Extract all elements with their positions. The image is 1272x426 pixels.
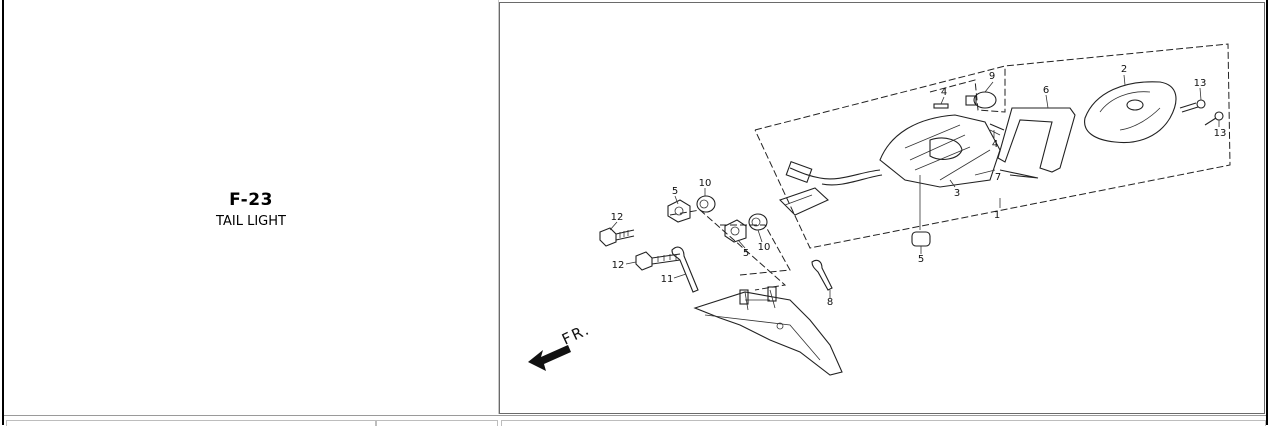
bolt-part-12 xyxy=(599,227,635,247)
table-bottom-row xyxy=(4,415,1266,426)
callout-10b: 10 xyxy=(758,242,771,253)
assembly-outline-right xyxy=(720,224,791,276)
callout-1: 1 xyxy=(994,210,1000,221)
assembly-outline-1 xyxy=(754,43,1231,249)
gasket-part xyxy=(997,107,1076,173)
clip-part-8 xyxy=(811,259,833,291)
section-name: TAIL LIGHT xyxy=(216,214,286,229)
bolt-part-12b xyxy=(635,251,681,271)
callout-10: 10 xyxy=(699,178,712,189)
rear-fender-bracket-part xyxy=(693,286,843,376)
table-cell xyxy=(376,420,498,426)
callout-12b: 12 xyxy=(612,260,625,271)
callout-13: 13 xyxy=(1194,78,1207,89)
diagram-panel xyxy=(499,2,1265,414)
callout-6: 6 xyxy=(1043,85,1049,96)
nut-part-5b xyxy=(724,219,747,243)
callout-3: 3 xyxy=(954,188,960,199)
clip-part-11 xyxy=(671,246,699,293)
callout-5: 5 xyxy=(918,254,924,265)
callout-7: 7 xyxy=(995,172,1001,183)
callout-4: 4 xyxy=(941,87,947,98)
table-cell xyxy=(6,420,376,426)
callout-13b: 13 xyxy=(1214,128,1227,139)
nut-part-5 xyxy=(667,199,691,223)
callout-12: 12 xyxy=(611,212,624,223)
trim-strip-part xyxy=(999,169,1039,179)
callout-11: 11 xyxy=(661,274,674,285)
callout-2: 2 xyxy=(1121,64,1127,75)
small-clip-part-4b xyxy=(989,123,1005,131)
assembly-outline-left xyxy=(669,209,787,291)
lens-cover-part xyxy=(1084,81,1177,144)
tail-light-housing-part xyxy=(879,114,1001,188)
section-code: F-23 xyxy=(229,190,273,210)
table-cell xyxy=(501,420,1266,426)
callout-5b: 5 xyxy=(672,186,678,197)
washer-part-10 xyxy=(696,195,716,213)
wiring-harness-part xyxy=(778,160,883,216)
callout-8: 8 xyxy=(827,297,833,308)
assembly-outline-9 xyxy=(929,66,1006,113)
leader-lines xyxy=(609,74,1220,298)
callout-4b: 4 xyxy=(992,139,998,150)
callout-5c: 5 xyxy=(743,248,749,259)
callout-9: 9 xyxy=(989,71,995,82)
section-title-panel: F-23 TAIL LIGHT xyxy=(4,0,499,414)
